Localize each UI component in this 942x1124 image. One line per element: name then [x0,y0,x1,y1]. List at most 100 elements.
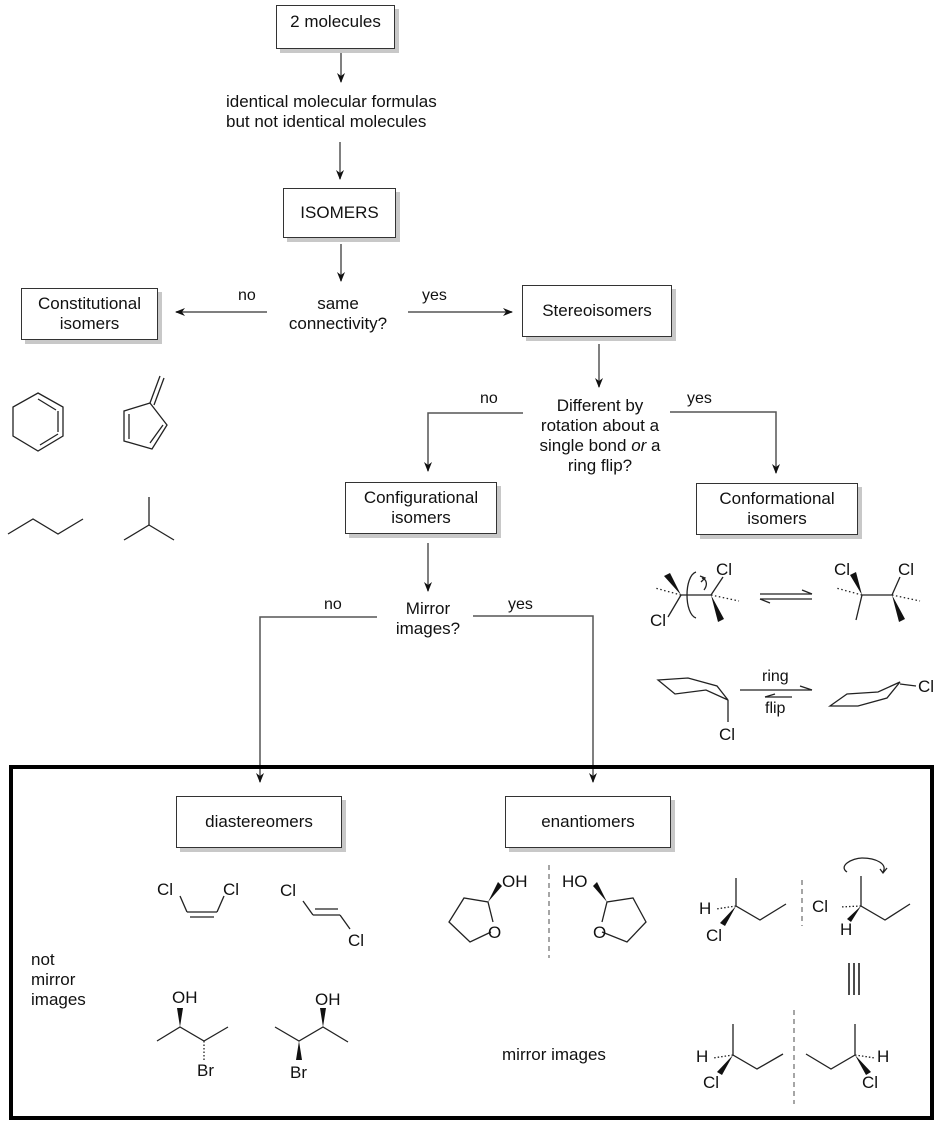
atom-cl: Cl [650,611,667,630]
note-line-2: but not identical molecules [226,112,427,131]
atom-cl: Cl [862,1073,879,1092]
chlorobutane-1-structure [715,878,787,926]
connectivity-question: same connectivity? [268,294,408,334]
rotation-line-3a: single bond [539,436,632,455]
atom-cl: Cl [706,926,723,945]
equilibrium-arrows [759,589,813,604]
equivalence-symbol [848,963,860,995]
atom-h: H [840,920,853,939]
constitutional-line-2: isomers [59,314,120,333]
bromobutanol-anti-structure [156,1008,229,1060]
atom-oh: OH [315,990,341,1009]
identical-formula-note: identical molecular formulas but not ide… [226,92,476,132]
not-mirror-images-label: not mirror images [31,950,86,1010]
yes-label-mirror: yes [508,596,533,613]
enantiomers-label: enantiomers [541,812,635,831]
mirror-images-label: mirror images [502,1045,606,1064]
stereoisomer-outcomes-frame [9,765,934,1120]
atom-cl: Cl [812,897,829,916]
not-mirror-line-2: mirror [31,970,76,989]
chlorobutane-3-structure [712,1024,784,1075]
isomers-label: ISOMERS [300,203,379,222]
rotation-line-2: rotation about a [540,416,660,435]
start-node-label: 2 molecules [290,12,381,31]
hydroxy-thf-right-structure [593,882,647,943]
note-line-1: identical molecular formulas [226,92,437,111]
conformational-line-2: isomers [747,509,807,528]
fulvene-structure [123,375,168,450]
stereoisomers-label: Stereoisomers [542,301,652,320]
butane-structure [7,518,84,535]
atom-cl: Cl [703,1073,720,1092]
atom-h: H [696,1047,709,1066]
arrow-yes-enantiomers [473,615,597,783]
yes-label-connectivity: yes [422,287,447,304]
chlorobutane-4-structure [805,1024,876,1075]
atom-cl: Cl [834,560,851,579]
arrow-no-diastereomers [256,616,377,783]
cis-dichloroethene-structure [179,895,225,918]
configurational-line-1: Configurational [363,488,479,507]
atom-ho: HO [562,872,588,891]
dichlorobutane-rotamer-1 [654,571,740,622]
dichlorobutane-rotamer-2 [835,572,921,622]
no-label-rotation: no [480,390,498,407]
isobutane-structure [123,497,175,541]
no-label-mirror: no [324,596,342,613]
trans-dichloroethene-structure [302,900,351,930]
atom-oh: OH [172,988,198,1007]
rotation-question: Different by rotation about a single bon… [525,396,675,476]
atom-br: Br [290,1063,307,1082]
yes-label-rotation: yes [687,390,712,407]
chlorocyclohexane-equatorial [827,681,901,707]
arrow-no-configurational [424,412,523,472]
benzene-structure [12,392,64,452]
constitutional-line-1: Constitutional [37,294,141,313]
hydroxy-thf-left-structure [448,882,502,943]
mirror-line-2: images? [395,619,461,638]
not-mirror-line-3: images [31,990,86,1009]
rotation-line-3b: a [646,436,661,455]
atom-cl: Cl [157,880,174,899]
connectivity-line-1: same [317,294,359,313]
rotation-line-1: Different by [556,396,644,415]
chlorocyclohexane-axial [656,677,729,701]
atom-cl: Cl [898,560,915,579]
atom-oh: OH [502,872,528,891]
atom-h: H [699,899,712,918]
rotation-line-3: single bond or a [525,436,675,456]
ring-flip-label-bottom: flip [765,700,786,717]
configurational-node: Configurational isomers [345,482,497,534]
bromobutanol-syn-structure [274,1008,349,1060]
atom-cl: Cl [918,677,935,696]
diastereomers-label: diastereomers [205,812,313,831]
enantiomers-node: enantiomers [505,796,671,848]
connectivity-line-2: connectivity? [288,314,388,333]
start-node: 2 molecules [276,5,395,49]
atom-o: O [488,923,502,942]
conformational-node: Conformational isomers [696,483,858,535]
atom-cl: Cl [280,881,297,900]
atom-cl: Cl [348,931,365,950]
stereoisomers-node: Stereoisomers [522,285,672,337]
mirror-question: Mirror images? [378,599,478,639]
conformational-line-1: Conformational [719,489,835,508]
configurational-line-2: isomers [391,508,451,527]
atom-cl: Cl [223,880,240,899]
diastereomers-node: diastereomers [176,796,342,848]
atom-cl: Cl [716,560,733,579]
atom-o: O [593,923,607,942]
constitutional-node: Constitutional isomers [21,288,158,340]
no-label-connectivity: no [238,287,256,304]
atom-br: Br [197,1061,214,1080]
atom-cl: Cl [719,725,736,744]
rotation-line-3-italic: or [631,436,647,455]
atom-h: H [877,1047,890,1066]
isomers-node: ISOMERS [283,188,396,238]
not-mirror-line-1: not [31,950,55,969]
mirror-line-1: Mirror [405,599,451,618]
arrow-yes-conformational [670,411,780,474]
ring-flip-label-top: ring [762,668,789,685]
chlorobutane-2-structure [839,857,911,922]
